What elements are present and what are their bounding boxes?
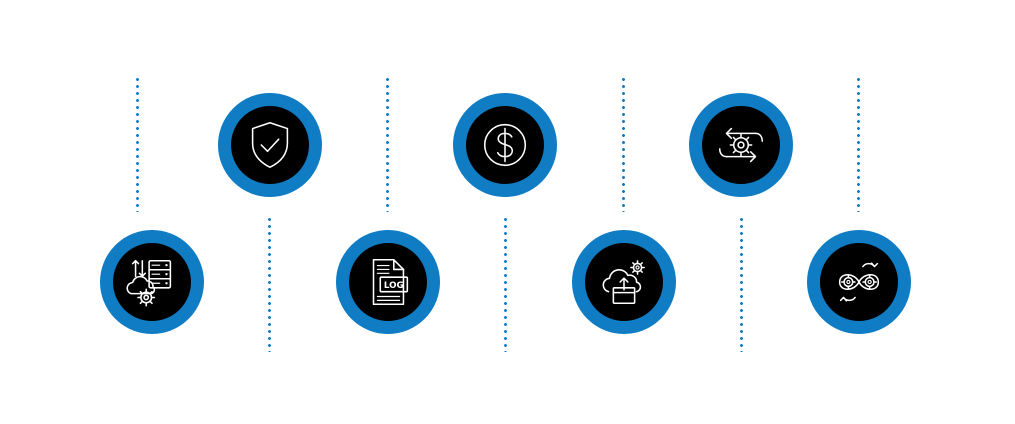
connector-line: [386, 76, 389, 212]
node-automation: [807, 230, 911, 334]
connector-line: [136, 76, 139, 212]
cloud-upload-box-icon: [602, 260, 645, 305]
connector-line: [740, 216, 743, 352]
log-file-icon: LOG: [372, 258, 409, 306]
connector-line: [504, 216, 507, 352]
gear-cycle-arrows-icon: [718, 127, 764, 163]
dollar-coin-icon: [483, 123, 527, 167]
connector-line: [268, 216, 271, 352]
node-security: [218, 93, 322, 197]
connector-line: [857, 76, 860, 212]
svg-text:LOG: LOG: [384, 281, 404, 291]
connector-line: [622, 76, 625, 212]
node-deploy: [572, 230, 676, 334]
node-process: [689, 93, 793, 197]
cloud-server-gear-icon: [126, 259, 172, 307]
node-cost: [453, 93, 557, 197]
shield-check-icon: [251, 121, 289, 169]
node-infrastructure: [100, 230, 204, 334]
linked-gears-icon: [838, 262, 880, 302]
node-logs: LOG: [336, 230, 440, 334]
